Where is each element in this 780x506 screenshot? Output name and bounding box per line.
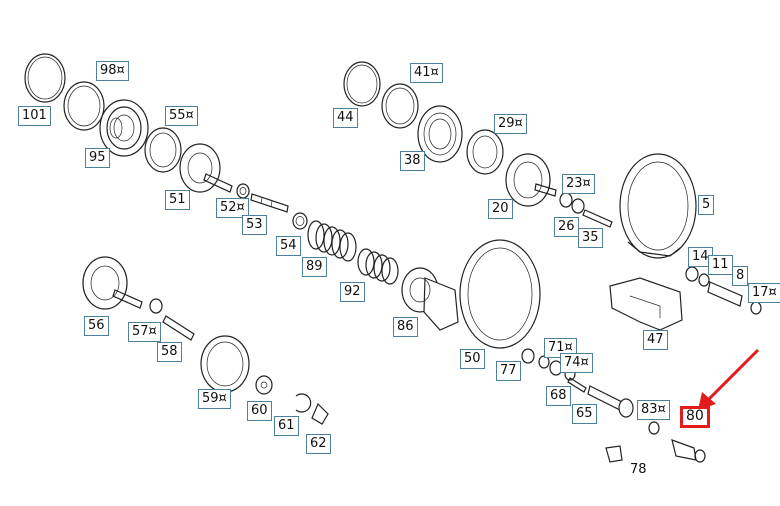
part-80-valve [671,439,706,463]
callout-58[interactable]: 58 [157,342,182,362]
callout-78[interactable]: 78 [630,462,647,477]
callout-17[interactable]: 17¤ [748,283,780,303]
part-55-ring [144,127,182,173]
callout-47[interactable]: 47 [643,330,668,350]
callout-89[interactable]: 89 [302,257,327,277]
callout-41[interactable]: 41¤ [410,63,443,83]
callout-26[interactable]: 26 [554,217,579,237]
part-101-snap-ring [24,53,66,103]
callout-44[interactable]: 44 [333,108,358,128]
callout-57[interactable]: 57¤ [128,322,161,342]
callout-50[interactable]: 50 [460,349,485,369]
part-89-spring [307,220,357,262]
callout-83[interactable]: 83¤ [637,400,670,420]
callout-20[interactable]: 20 [488,199,513,219]
callout-95[interactable]: 95 [85,148,110,168]
callout-80-highlighted[interactable]: 80 [680,406,710,428]
callout-62[interactable]: 62 [306,434,331,454]
part-57-washer [149,298,163,314]
part-5-brake-band [619,153,697,259]
callout-56[interactable]: 56 [84,316,109,336]
callout-38[interactable]: 38 [400,151,425,171]
callout-52[interactable]: 52¤ [216,198,249,218]
callout-29[interactable]: 29¤ [494,114,527,134]
part-61-clip [295,393,312,413]
part-83-washer [648,421,660,435]
callout-101[interactable]: 101 [18,106,51,126]
callout-61[interactable]: 61 [274,416,299,436]
part-59-ring [200,335,250,393]
part-52-washer [236,183,250,199]
part-78-plug [605,445,623,463]
part-23-washer [559,192,585,214]
part-65-piston-rod [587,385,634,418]
callout-86[interactable]: 86 [393,317,418,337]
callout-77[interactable]: 77 [496,361,521,381]
callout-65[interactable]: 65 [572,404,597,424]
callout-92[interactable]: 92 [340,282,365,302]
part-98-ring [63,81,105,131]
part-58-pin [162,315,195,341]
callout-54[interactable]: 54 [276,236,301,256]
callout-59[interactable]: 59¤ [198,389,231,409]
part-86-piston-housing [401,267,459,331]
part-95-clutch-drum [99,99,149,157]
part-54-washer [292,212,308,230]
part-29-ring [466,129,504,175]
part-44-snap-ring [343,61,381,107]
part-41-ring [381,83,419,129]
part-47-servo-bracket [609,277,683,331]
callout-35[interactable]: 35 [578,228,603,248]
part-77-washer [521,348,535,364]
callout-55[interactable]: 55¤ [165,106,198,126]
callout-74[interactable]: 74¤ [560,353,593,373]
part-56-shaft-drum [82,256,143,310]
callout-23[interactable]: 23¤ [562,174,595,194]
callout-60[interactable]: 60 [247,401,272,421]
callout-68[interactable]: 68 [546,386,571,406]
callout-53[interactable]: 53 [242,215,267,235]
callout-98[interactable]: 98¤ [96,61,129,81]
part-50-brake-band [459,239,541,349]
callout-5[interactable]: 5 [698,195,715,215]
part-92-spring [357,248,399,285]
highlight-arrow [698,348,760,410]
part-35-pin [582,209,613,228]
part-51-hub-shaft [179,143,233,193]
part-68-pin [567,377,587,393]
callout-8[interactable]: 8 [732,266,749,286]
callout-14[interactable]: 14 [688,247,713,267]
callout-11[interactable]: 11 [708,255,733,275]
part-62-clip [311,402,329,425]
part-53-pin [250,193,289,213]
part-20-drum [505,153,557,207]
part-38-clutch-pack [417,105,463,163]
callout-51[interactable]: 51 [165,190,190,210]
part-60-disc [255,375,273,395]
